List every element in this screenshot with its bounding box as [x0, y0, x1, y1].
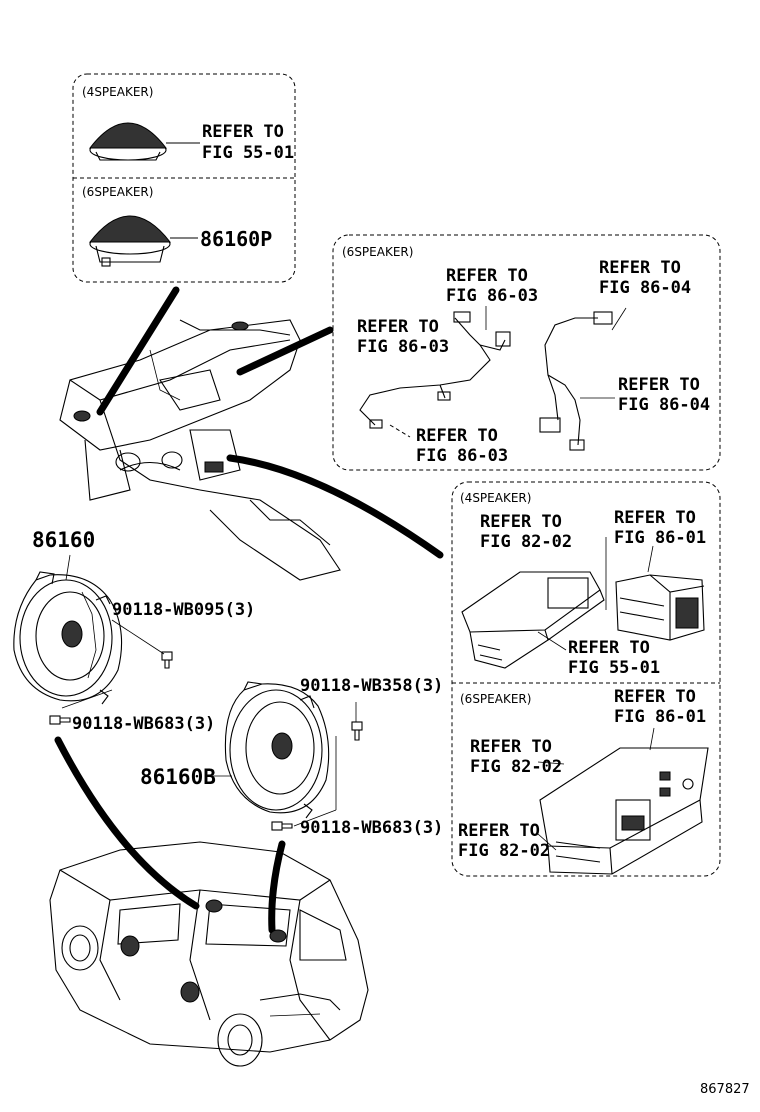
front-speaker	[13, 571, 123, 705]
jack-ref-d-line2: FIG 86-01	[614, 707, 706, 727]
figure-number: 867827	[700, 1082, 750, 1097]
wiring-ref-d-line2: FIG 86-04	[618, 395, 710, 415]
tweeter-6speaker	[88, 215, 198, 267]
wiring-6speaker-label: (6SPEAKER)	[342, 245, 413, 259]
rear-speaker-part: 86160B	[140, 765, 216, 789]
jack-ref-b-line1: REFER TO	[614, 508, 696, 528]
jack-ref-e-line2: FIG 82-02	[470, 757, 562, 777]
leader-wiring-to-dash	[236, 326, 334, 376]
wiring-ref-a-line2: FIG 86-03	[446, 286, 538, 306]
screw-rear-bottom-leader	[293, 809, 337, 827]
screw-front-top-label: 90118-WB095(3)	[112, 600, 255, 620]
front-speaker-leader	[65, 554, 71, 581]
screw-front-bottom-leader	[61, 689, 113, 709]
screw-front-bottom-label: 90118-WB683(3)	[72, 714, 215, 734]
jack-box-border	[451, 481, 721, 877]
jack-ref-a-line1: REFER TO	[480, 512, 562, 532]
jack-ref-c-line1: REFER TO	[568, 638, 650, 658]
car-front-door-speaker	[120, 935, 140, 957]
jack-6-ref-d-leader	[649, 727, 655, 751]
jack-4-ref-b-leader	[647, 545, 654, 573]
wiring-ref-d-line1: REFER TO	[618, 375, 700, 395]
tweeter-4speaker-label: (4SPEAKER)	[82, 85, 153, 99]
jack-ref-a-line2: FIG 82-02	[480, 532, 572, 552]
jack-4-ref-c-leader	[537, 631, 567, 651]
jack-ref-f-line2: FIG 82-02	[458, 841, 550, 861]
wiring-box-border	[332, 234, 721, 471]
dashboard-drawing	[59, 319, 341, 581]
dash-tweeter-right	[231, 321, 249, 331]
jack-ref-b-line2: FIG 86-01	[614, 528, 706, 548]
wiring-ref-a-line1: REFER TO	[446, 266, 528, 286]
jack-6-ref-e-leader	[537, 761, 565, 765]
tweeter-6speaker-part: 86160P	[200, 227, 272, 251]
wiring-ref-e-line1: REFER TO	[416, 426, 498, 446]
console-unit-6speaker	[539, 747, 709, 875]
leader-tweeter-to-dash	[96, 286, 180, 416]
wiring-box: (6SPEAKER)	[332, 234, 721, 471]
jack-ref-c-line2: FIG 55-01	[568, 658, 660, 678]
screw-front-top	[161, 651, 173, 669]
screw-front-bottom	[49, 715, 71, 725]
screw-rear-bottom	[271, 821, 293, 831]
wiring-ref-b-line2: FIG 86-04	[599, 278, 691, 298]
wiring-ref-b-line1: REFER TO	[599, 258, 681, 278]
wiring-ref-c-line2: FIG 86-03	[357, 337, 449, 357]
tweeter-4speaker	[88, 122, 200, 161]
tweeter-4speaker-ref-line2: FIG 55-01	[202, 143, 294, 163]
console-bezel-4speaker	[461, 571, 605, 669]
dash-tweeter-left	[73, 410, 91, 422]
front-speaker-part: 86160	[32, 528, 95, 552]
screw-front-top-leader	[111, 619, 165, 655]
tweeter-4speaker-ref-line1: REFER TO	[202, 122, 284, 142]
aux-jack-4speaker	[615, 574, 705, 641]
jack-6-ref-f-leader	[537, 833, 557, 851]
jack-ref-d-line1: REFER TO	[614, 687, 696, 707]
leader-rear-speaker-to-car	[268, 840, 286, 934]
wiring-ref-c-line1: REFER TO	[357, 317, 439, 337]
screw-rear-top	[351, 721, 363, 741]
screw-rear-bottom-label: 90118-WB683(3)	[300, 818, 443, 838]
tweeter-box: (4SPEAKER) (6SPEAKER) REFER TO FIG 55-01…	[72, 73, 296, 283]
rear-speaker	[224, 681, 330, 819]
leader-jack-to-dash	[226, 454, 444, 559]
wiring-ref-e-line2: FIG 86-03	[416, 446, 508, 466]
car-rear-door-speaker	[180, 981, 200, 1003]
car-drawing	[49, 841, 369, 1067]
jack-box: (4SPEAKER) (6SPEAKER)	[451, 481, 721, 877]
jack-ref-e-line1: REFER TO	[470, 737, 552, 757]
jack-6speaker-label: (6SPEAKER)	[460, 692, 531, 706]
jack-4speaker-label: (4SPEAKER)	[460, 491, 531, 505]
leader-front-speaker-to-car	[54, 736, 200, 910]
screw-rear-top-label: 90118-WB358(3)	[300, 676, 443, 696]
tweeter-6speaker-label: (6SPEAKER)	[82, 185, 153, 199]
jack-ref-f-line1: REFER TO	[458, 821, 540, 841]
